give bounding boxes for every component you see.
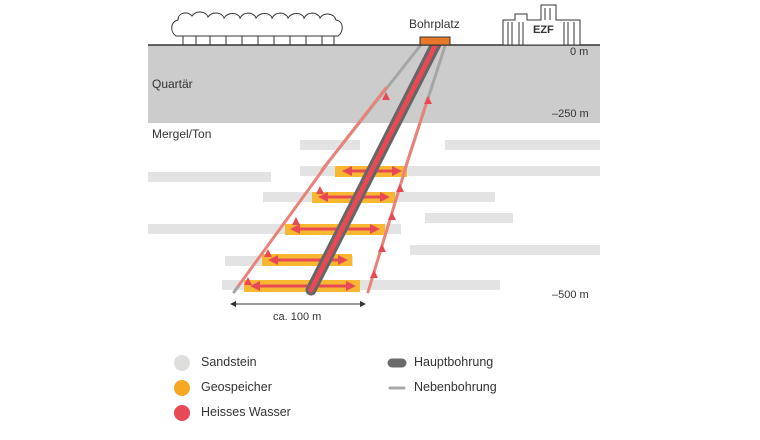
sandstone-band [300, 166, 600, 176]
hotwater-arrow-head [342, 166, 352, 176]
sandstone-band [425, 213, 513, 223]
side-bore-left-lower [232, 158, 332, 294]
legend-hotwater-label: Heisses Wasser [201, 405, 291, 419]
sandstone-band [148, 224, 401, 234]
layer-quaternary-label: Quartär [152, 77, 193, 91]
sandstone-band [148, 172, 271, 182]
arrow-up [316, 186, 324, 194]
layer-marl-label: Mergel/Ton [152, 127, 212, 141]
building-label: EZF [533, 24, 554, 36]
hotwater-arrows [250, 166, 402, 291]
arrow-up [424, 96, 432, 104]
hotwater-arrow-head [290, 224, 300, 234]
hotwater-arrow-head [346, 281, 356, 291]
width-dimension [230, 301, 366, 307]
depth-0-label: 0 m [570, 46, 589, 58]
hotwater-arrow-head [338, 255, 348, 265]
side-bore-left-bottom [232, 285, 240, 294]
depth-250-label: –250 m [552, 108, 589, 120]
side-bore-right-lower [366, 158, 410, 294]
drill-site-pad [419, 36, 451, 46]
hotwater-arrow-head [392, 166, 402, 176]
building-icon [502, 4, 581, 46]
main-bore [305, 38, 442, 296]
hotwater-arrow-head [318, 192, 328, 202]
quaternary-layer [148, 45, 600, 123]
arrow-up [370, 270, 378, 278]
hotwater-arrow-head [370, 224, 380, 234]
trees-icon [171, 11, 343, 45]
tree-canopy [171, 11, 343, 37]
arrow-up [378, 244, 386, 252]
arrow-up [292, 217, 300, 225]
side-bore-left-upper-hot [320, 86, 388, 172]
legend-main-bore-label: Hauptbohrung [414, 355, 494, 369]
width-label: ca. 100 m [273, 311, 322, 323]
main-bore-hotwater [308, 41, 439, 293]
sandstone-band [445, 140, 600, 150]
arrow-up [382, 92, 390, 100]
sandstone-band [300, 140, 360, 150]
site-label: Bohrplatz [409, 17, 460, 31]
arrow-up [264, 249, 272, 257]
hotwater-arrow-head [380, 192, 390, 202]
depth-500-label: –500 m [552, 289, 589, 301]
hotwater-arrow-head [268, 255, 278, 265]
arrow-up [396, 184, 404, 192]
legend-sandstone-dot [174, 355, 190, 371]
arrow-up [388, 212, 396, 220]
building-sign [530, 24, 560, 37]
legend-side-bore-label: Nebenbohrung [414, 380, 497, 394]
hotwater-arrow-head [250, 281, 260, 291]
legend-geostore-label: Geospeicher [201, 380, 272, 394]
legend-sandstone-label: Sandstein [201, 355, 257, 369]
sandstone-band [410, 245, 600, 255]
sandstone-band [222, 280, 500, 290]
legend-hotwater-dot [174, 405, 190, 421]
arrow-up [244, 277, 252, 285]
legend-geostore-dot [174, 380, 190, 396]
side-bore-arrows [244, 92, 432, 285]
side-bores [232, 44, 447, 294]
